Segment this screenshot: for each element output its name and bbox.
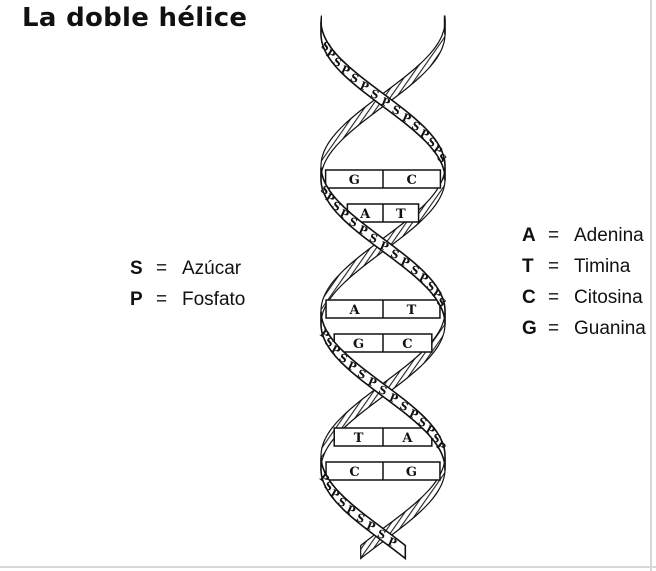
base-label-right: C bbox=[402, 337, 412, 352]
base-label-left: T bbox=[354, 431, 364, 446]
base-label-left: A bbox=[359, 207, 371, 222]
backbone-front-segment bbox=[320, 167, 446, 325]
legend-equals: = bbox=[548, 287, 560, 308]
legend-key: P bbox=[130, 289, 143, 310]
legend-key: A bbox=[522, 225, 536, 246]
front-strand: SPSPSPSPSPSPSPSPSPSPSPSPSPSPSPSPSPSPSPSP… bbox=[317, 15, 449, 561]
legend-item-sugar: S = Azúcar bbox=[130, 253, 245, 284]
legend-item-guanine: G = Guanina bbox=[522, 313, 646, 344]
base-label-left: C bbox=[349, 465, 359, 480]
legend-key: G bbox=[522, 318, 537, 339]
base-label-right: T bbox=[407, 303, 417, 318]
base-pair-rungs: G C A T A T G C T A C G bbox=[324, 169, 442, 481]
legend-key: T bbox=[522, 256, 534, 277]
right-border bbox=[650, 0, 652, 571]
legend-equals: = bbox=[548, 318, 560, 339]
legend-value: Azúcar bbox=[182, 258, 242, 279]
legend-value: Fosfato bbox=[182, 289, 246, 310]
base-label-left: G bbox=[353, 337, 364, 352]
legend-key: C bbox=[522, 287, 536, 308]
legend-equals: = bbox=[156, 289, 168, 310]
base-label-right: G bbox=[406, 465, 417, 480]
backbone-front-segment bbox=[320, 21, 446, 181]
base-label-right: T bbox=[396, 207, 406, 222]
legend-item-phosphate: P = Fosfato bbox=[130, 284, 245, 315]
legend-equals: = bbox=[548, 225, 560, 246]
base-label-left: G bbox=[349, 173, 360, 188]
legend-value: Timina bbox=[574, 256, 631, 277]
legend-item-cytosine: C = Citosina bbox=[522, 282, 646, 313]
legend-key: S bbox=[130, 258, 143, 279]
backbone-front-segment bbox=[320, 457, 407, 561]
legend-value: Adenina bbox=[574, 225, 644, 246]
legend-value: Citosina bbox=[574, 287, 643, 308]
base-label-right: C bbox=[407, 173, 417, 188]
backbone-front-segment bbox=[320, 311, 446, 471]
legend-item-thymine: T = Timina bbox=[522, 251, 646, 282]
legend-bases: A = Adenina T = Timina C = Citosina G = Guanina bbox=[522, 220, 646, 344]
legend-item-adenine: A = Adenina bbox=[522, 220, 646, 251]
legend-value: Guanina bbox=[574, 318, 646, 339]
page-title: La doble hélice bbox=[22, 3, 248, 33]
legend-equals: = bbox=[548, 256, 560, 277]
legend-equals: = bbox=[156, 258, 168, 279]
legend-backbone: S = Azúcar P = Fosfato bbox=[130, 253, 245, 315]
base-label-left: A bbox=[348, 303, 360, 318]
bottom-border bbox=[0, 566, 656, 568]
base-label-right: A bbox=[401, 431, 413, 446]
